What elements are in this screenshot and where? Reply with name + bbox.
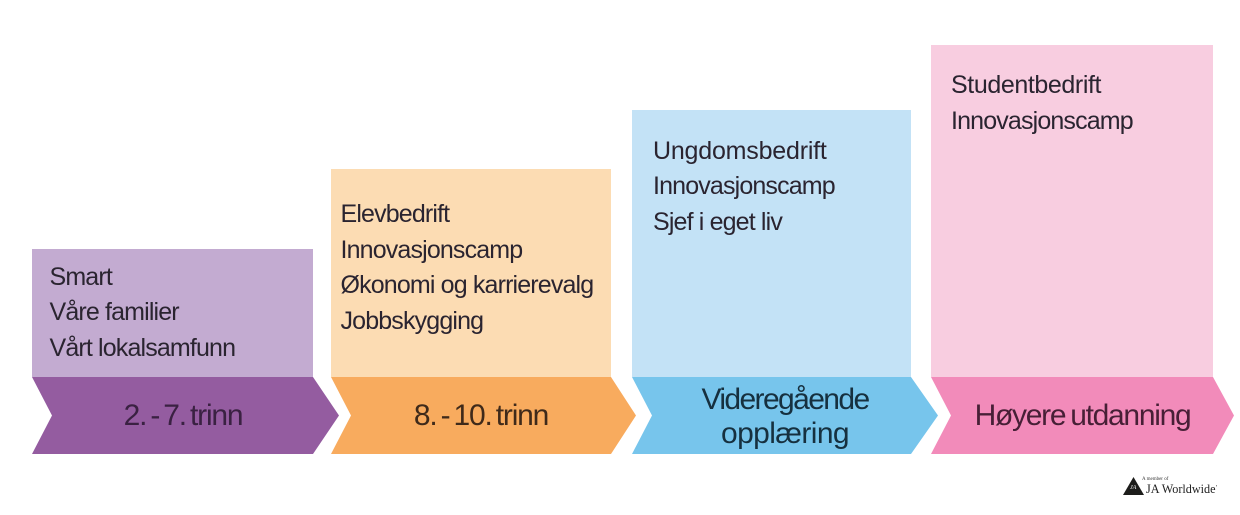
svg-text:JA: JA	[1130, 485, 1137, 491]
